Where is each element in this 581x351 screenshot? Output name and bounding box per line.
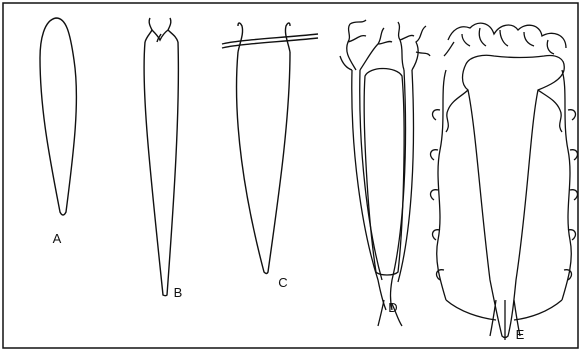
panel-c-label: C xyxy=(278,275,287,290)
panel-a-specimen xyxy=(40,18,76,215)
panel-e-specimen xyxy=(431,23,578,340)
panel-d-label: D xyxy=(388,300,397,315)
panel-d-specimen xyxy=(340,20,430,326)
panel-c-specimen xyxy=(222,23,318,274)
panel-e-label: E xyxy=(516,327,525,342)
panel-b-specimen xyxy=(144,18,178,296)
panel-b-label: B xyxy=(174,285,183,300)
panel-a-label: A xyxy=(53,231,62,246)
